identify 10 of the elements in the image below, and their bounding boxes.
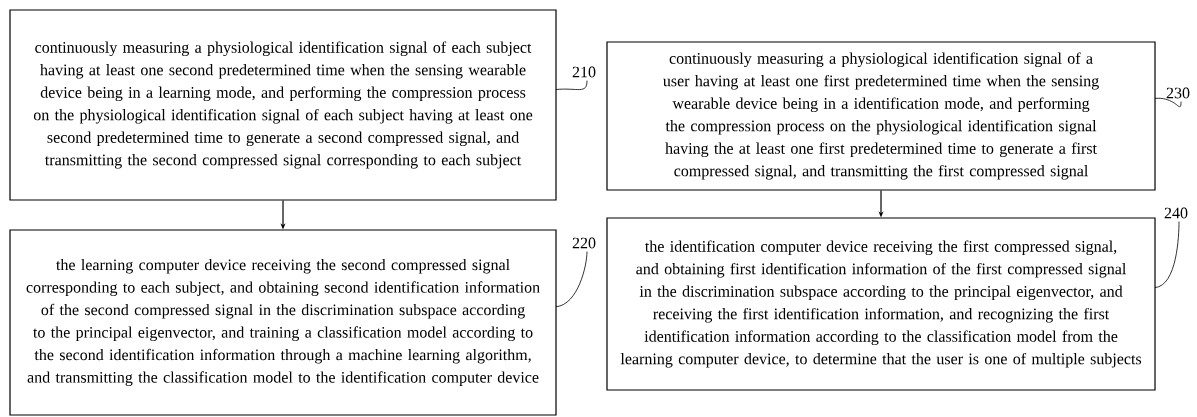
leader-line	[555, 251, 588, 308]
process-box: continuously measuring a physiological identification signal of each subject having at least one second predetermined time when the sensing wearable device being in a learning mode, and performing the compression process on the physiological identification signal of each subject having at least one second predetermined time to generate a second compressed signal, and transmitting the second compressed signal corresponding to each subject	[9, 9, 557, 201]
process-box: the identification computer device receiving the first compressed signal, and obtaining first identification information of the first compressed signal in the discrimination subspace according to the principal eigenvector, and receiving the first identification information, and recognizing the first identification information according to the classification model from the learning computer device, to determine that the user is one of multiple subjects	[606, 217, 1156, 391]
callout-number: 220	[572, 237, 596, 249]
process-box: the learning computer device receiving the second compressed signal corresponding to each subject, and obtaining second identification information of the second compressed signal in the discrimination subspace according to the principal eigenvector, and training a classification model according to the second identification information through a machine learning algorithm, and transmitting the classification model to the identification computer device	[9, 229, 557, 416]
leader-line	[1154, 221, 1180, 288]
callout-number: 240	[1164, 207, 1188, 219]
process-box: continuously measuring a physiological identification signal of a user having at least one first predetermined time when the sensing wearable device being in a identification mode, and performing the compression process on the physiological identification signal having the at least one first predetermined time to generate a first compressed signal, and transmitting the first compressed signal	[606, 41, 1156, 191]
callout-number: 230	[1166, 87, 1190, 99]
callout-number: 210	[572, 66, 596, 78]
